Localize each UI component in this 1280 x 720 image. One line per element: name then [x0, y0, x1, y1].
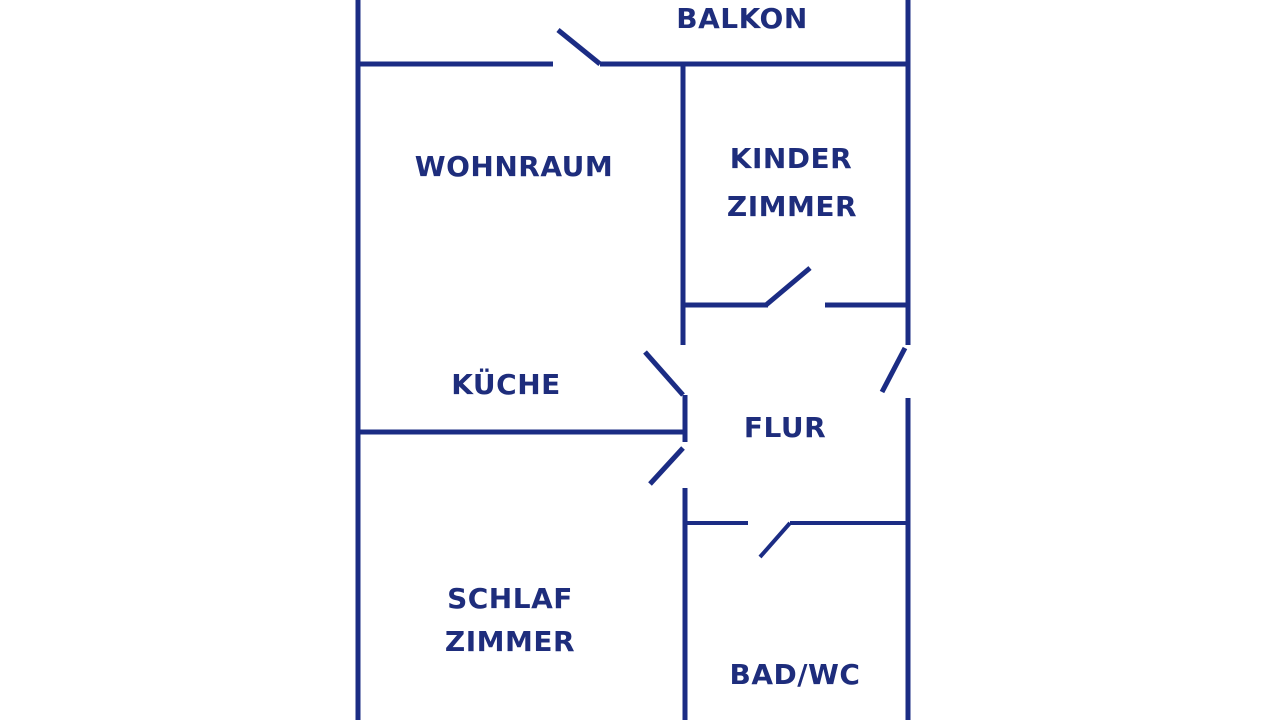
- kids-room-door: [764, 266, 812, 307]
- label-bad-wc: BAD/WC: [730, 658, 861, 691]
- label-flur: FLUR: [744, 411, 826, 444]
- balcony-door: [556, 28, 602, 66]
- kitchen-door: [643, 350, 685, 397]
- bathroom-door: [758, 521, 792, 559]
- label-kueche: KÜCHE: [451, 367, 561, 401]
- room-labels: BALKON WOHNRAUM KINDER ZIMMER KÜCHE FLUR…: [415, 2, 861, 691]
- bedroom-door: [648, 446, 685, 486]
- label-schlafzimmer-2: ZIMMER: [445, 625, 575, 658]
- label-schlafzimmer-1: SCHLAF: [447, 582, 573, 615]
- entrance-door: [879, 346, 908, 394]
- label-balkon: BALKON: [676, 2, 808, 35]
- doors: [556, 28, 908, 559]
- label-kinderzimmer-1: KINDER: [730, 142, 852, 175]
- label-kinderzimmer-2: ZIMMER: [727, 190, 857, 223]
- label-wohnraum: WOHNRAUM: [415, 150, 614, 183]
- walls: [355, 0, 911, 720]
